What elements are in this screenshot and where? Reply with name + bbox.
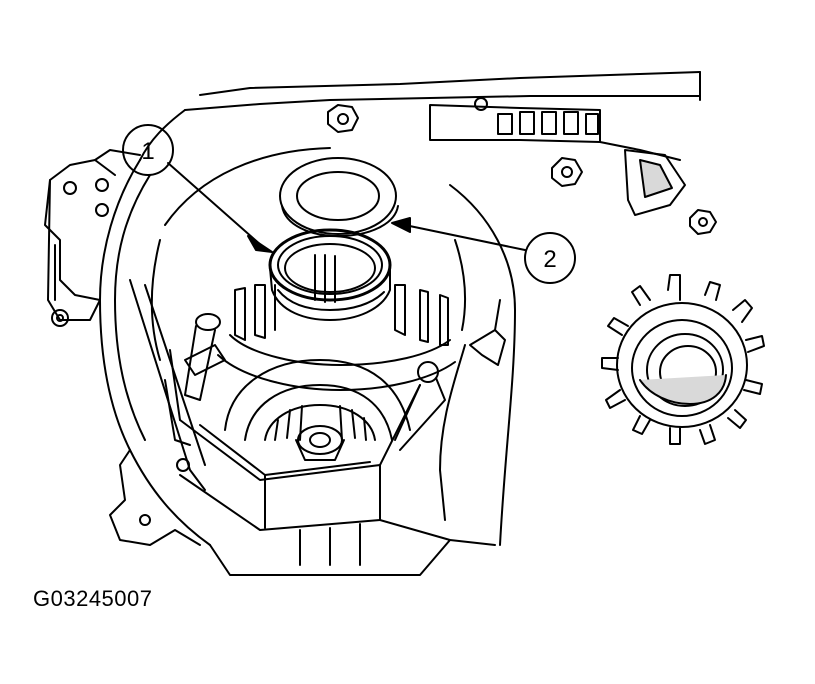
center-hub — [224, 359, 411, 461]
case-bore — [150, 147, 516, 546]
lower-pan — [179, 299, 506, 566]
callout-1-number: 1 — [141, 138, 154, 165]
drum-fingers — [217, 284, 456, 391]
seal-installed — [268, 228, 392, 321]
bracket — [624, 149, 686, 216]
callout-2: 2 — [391, 217, 576, 284]
callout-1: 1 — [122, 124, 273, 253]
spur-gear — [601, 274, 765, 445]
callout-2-number: 2 — [543, 246, 556, 273]
mounting-bolts — [51, 97, 717, 526]
figure-id-label: G03245007 — [33, 586, 153, 611]
housing-outline — [44, 71, 701, 576]
shift-linkage — [129, 279, 226, 491]
seal-removed — [279, 157, 399, 237]
